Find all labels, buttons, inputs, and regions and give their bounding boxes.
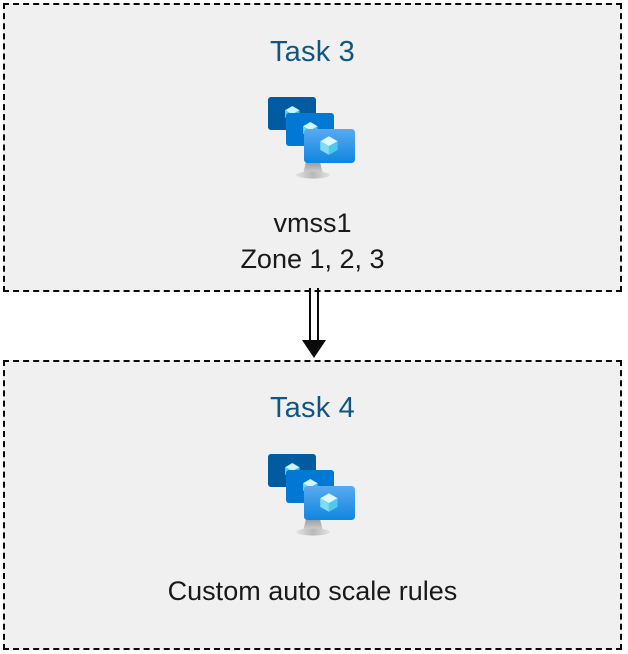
connector-arrow-task3-to-task4 xyxy=(302,288,326,358)
task-box-task4[interactable]: Task 4 xyxy=(3,360,622,650)
task3-caption-zones: Zone 1, 2, 3 xyxy=(240,244,385,274)
task3-captions: vmss1 Zone 1, 2, 3 xyxy=(240,205,384,277)
task-box-task3[interactable]: Task 3 xyxy=(3,3,622,292)
azure-vm-scale-set-icon xyxy=(267,97,355,179)
azure-vm-scale-set-icon xyxy=(267,454,355,536)
task3-caption-name: vmss1 xyxy=(273,208,352,238)
task4-title: Task 4 xyxy=(269,392,355,424)
task3-title: Task 3 xyxy=(269,36,355,68)
task4-caption-rules: Custom auto scale rules xyxy=(167,576,458,606)
task4-captions: Custom auto scale rules xyxy=(168,573,458,609)
